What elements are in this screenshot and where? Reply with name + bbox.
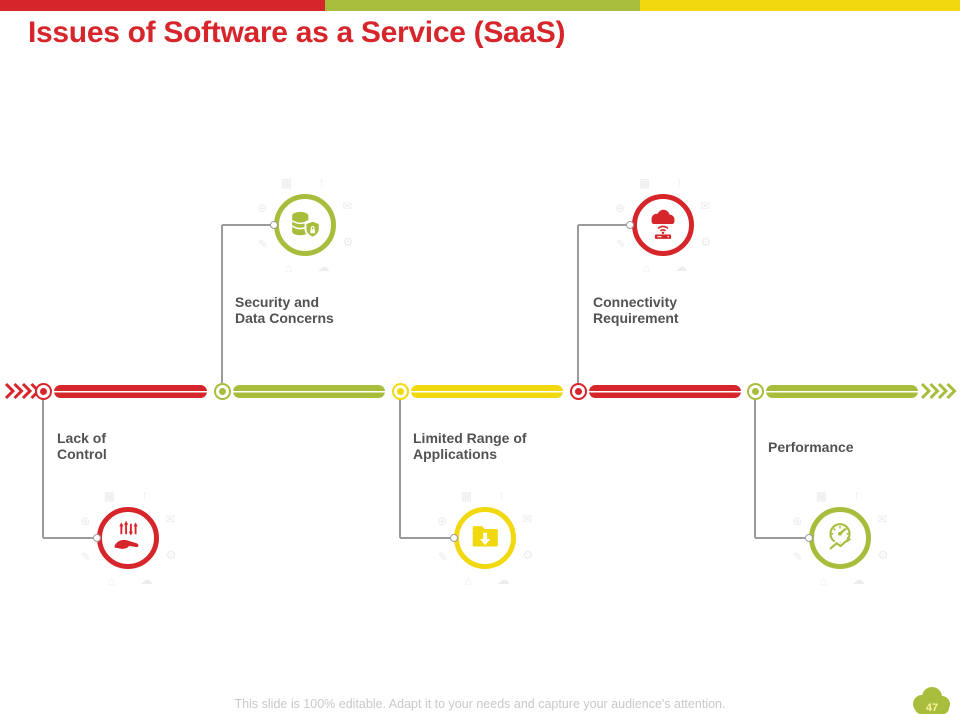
connector-horizontal-line — [43, 537, 93, 539]
timeline-node — [569, 382, 587, 400]
watermark-doodles: ↑✉⚙☁⌂✎⊕▦ — [615, 175, 712, 275]
connector-vertical-line — [577, 225, 579, 383]
connector-horizontal-line — [400, 537, 450, 539]
milestone-label: Lack of Control — [57, 430, 107, 462]
connector-dot — [93, 534, 101, 542]
page-number: 47 — [926, 702, 938, 714]
database-shield-icon — [274, 194, 336, 256]
timeline-node — [213, 382, 231, 400]
connector-horizontal-line — [755, 537, 805, 539]
slide-title: Issues of Software as a Service (SaaS) — [28, 16, 566, 49]
connector-dot — [450, 534, 458, 542]
watermark-doodles: ↑✉⚙☁⌂✎⊕▦ — [437, 488, 534, 588]
hand-sliders-icon — [97, 507, 159, 569]
milestone-label: Limited Range of Applications — [413, 430, 527, 462]
connector-dot — [270, 221, 278, 229]
timeline-segment — [411, 384, 563, 398]
timeline-segment — [233, 384, 385, 398]
connector-horizontal-line — [222, 224, 272, 226]
timeline-node — [746, 382, 764, 400]
top-accent-bar-red — [0, 0, 325, 11]
editable-note: This slide is 100% editable. Adapt it to… — [234, 697, 726, 711]
watermark-doodles: ↑✉⚙☁⌂✎⊕▦ — [792, 488, 889, 588]
connector-dot — [626, 221, 634, 229]
connector-horizontal-line — [578, 224, 628, 226]
watermark-doodles: ↑✉⚙☁⌂✎⊕▦ — [80, 488, 177, 588]
connector-vertical-line — [399, 399, 401, 538]
milestone-label: Performance — [768, 439, 854, 455]
folder-download-icon — [454, 507, 516, 569]
cloud-network-icon — [632, 194, 694, 256]
timeline-segment — [766, 384, 918, 398]
connector-vertical-line — [42, 399, 44, 538]
timeline-right-chevrons-icon — [920, 382, 957, 400]
timeline-node — [391, 382, 409, 400]
page-number-cloud: 47 — [913, 687, 950, 714]
top-accent-bar-olive — [325, 0, 640, 11]
connector-vertical-line — [221, 225, 223, 383]
speedometer-icon — [809, 507, 871, 569]
timeline-node — [34, 382, 52, 400]
timeline-segment — [54, 384, 207, 398]
milestone-label: Connectivity Requirement — [593, 294, 679, 326]
watermark-doodles: ↑✉⚙☁⌂✎⊕▦ — [257, 175, 354, 275]
milestone-label: Security and Data Concerns — [235, 294, 334, 326]
connector-vertical-line — [754, 399, 756, 538]
top-accent-bar-yellow — [640, 0, 960, 11]
connector-dot — [805, 534, 813, 542]
timeline-segment — [589, 384, 741, 398]
